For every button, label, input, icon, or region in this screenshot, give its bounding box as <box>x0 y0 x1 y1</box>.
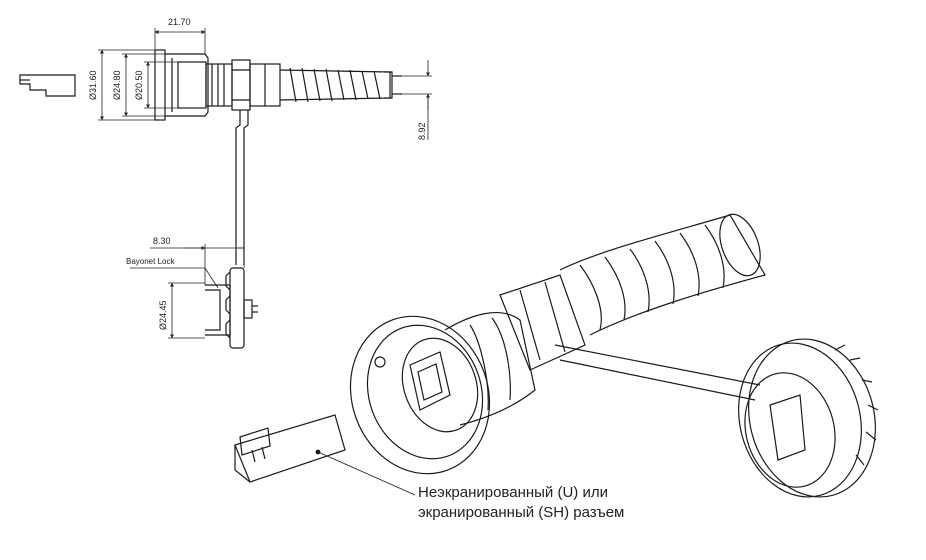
isometric-connector <box>234 213 879 498</box>
dim-dia-outer: Ø31.60 <box>88 70 98 100</box>
bayonet-lock-label: Bayonet Lock <box>126 257 175 266</box>
dim-dia-mid: Ø24.80 <box>112 70 122 100</box>
side-view-connector <box>154 49 402 265</box>
caption-line-2: экранированный (SH) разъем <box>418 504 625 521</box>
dim-dia-inner: Ø20.50 <box>134 70 144 100</box>
dim-width-top: 21.70 <box>168 17 191 27</box>
rj45-plug-icon-small <box>19 74 76 97</box>
dim-cap-dia: Ø24.45 <box>158 300 168 330</box>
side-view-cap <box>205 267 258 349</box>
dim-cable-offset: 8.92 <box>417 122 427 140</box>
caption-line-1: Неэкранированный (U) или <box>418 484 608 501</box>
dim-cap-depth: 8.30 <box>153 236 171 246</box>
